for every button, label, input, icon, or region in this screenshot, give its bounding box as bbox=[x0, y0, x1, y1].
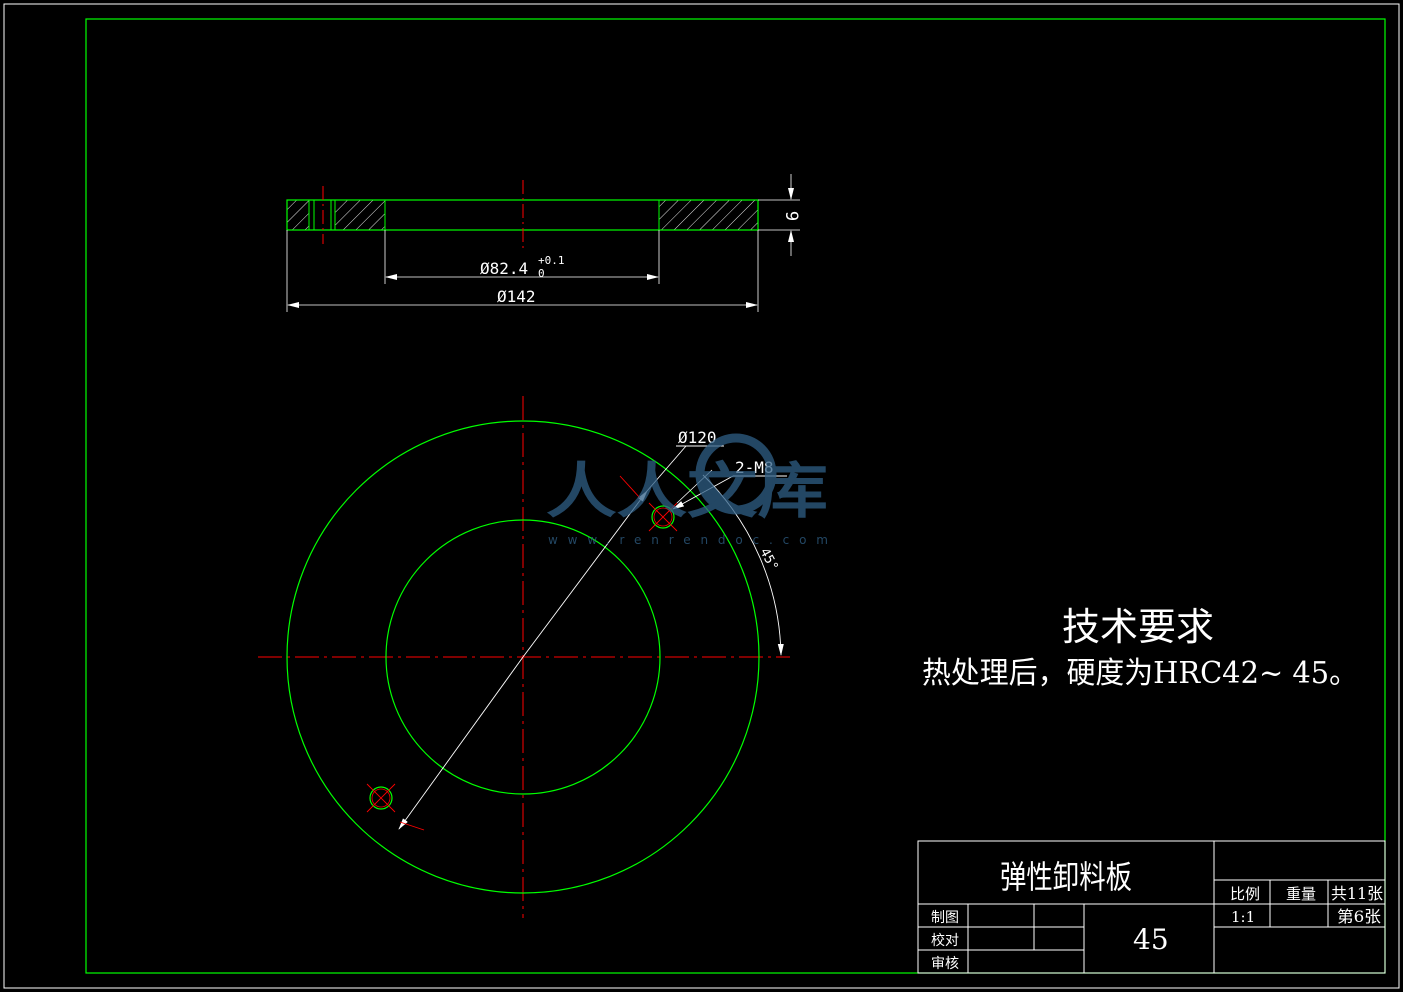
dim-tick bbox=[619, 475, 641, 499]
ratio-label: 比例 bbox=[1230, 885, 1260, 903]
dim-bore-tol-lower: 0 bbox=[538, 267, 545, 280]
sheet-outer-border bbox=[3, 3, 1400, 989]
dim-bolt-circle-label: Ø120 bbox=[678, 428, 717, 447]
technical-requirements: 技术要求 热处理后，硬度为HRC42~ 45。 bbox=[922, 605, 1358, 691]
material: 45 bbox=[1133, 923, 1169, 956]
title-block bbox=[917, 840, 1386, 974]
tech-req-line1: 热处理后，硬度为HRC42~ 45。 bbox=[922, 656, 1358, 691]
dim-bore-label: Ø82.4 bbox=[480, 259, 528, 278]
dim-line-bolt-circle bbox=[522, 490, 648, 658]
drawing-frame bbox=[85, 18, 1386, 974]
threaded-hole-upper bbox=[648, 502, 678, 532]
dim-outer-label: Ø142 bbox=[497, 287, 536, 306]
hatch-left-a bbox=[286, 199, 310, 231]
hatch-right bbox=[658, 199, 759, 231]
dim-line-bolt-circle bbox=[398, 656, 524, 830]
dim-angle-label: 45° bbox=[756, 546, 780, 574]
outer-circle bbox=[286, 420, 760, 894]
row-checked-label: 校对 bbox=[931, 932, 959, 949]
bore-circle bbox=[385, 519, 661, 795]
dim-tick bbox=[399, 821, 425, 831]
dim-thread-label: 2-M8 bbox=[735, 458, 774, 477]
dim-bore-tol-upper: +0.1 bbox=[538, 254, 565, 267]
watermark-text: 人人文库 bbox=[546, 457, 828, 527]
weight-label: 重量 bbox=[1286, 885, 1316, 903]
threaded-hole-lower bbox=[366, 783, 396, 813]
dim-thickness-label: 9 bbox=[781, 211, 801, 221]
part-name: 弹性卸料板 bbox=[1000, 858, 1132, 896]
row-drawn-label: 制图 bbox=[931, 910, 959, 926]
sheet-total: 共11张 bbox=[1331, 884, 1383, 903]
hatch-left-b bbox=[334, 199, 386, 231]
extension-line-angle bbox=[676, 469, 713, 504]
watermark: 人人文库 www.renrendoc.com bbox=[546, 433, 828, 547]
sheet-current: 第6张 bbox=[1337, 907, 1381, 926]
row-approved-label: 审核 bbox=[931, 956, 959, 972]
watermark-url: www.renrendoc.com bbox=[548, 533, 828, 547]
leader-bolt-circle bbox=[646, 445, 687, 492]
tech-req-title: 技术要求 bbox=[1062, 605, 1214, 649]
ratio-value: 1:1 bbox=[1231, 908, 1255, 926]
watermark-logo-icon bbox=[695, 433, 777, 515]
section-view: 9 Ø82.4 +0.1 0 Ø142 bbox=[286, 174, 801, 312]
plan-view: Ø120 2-M8 45° bbox=[258, 396, 790, 918]
dim-arc-angle bbox=[702, 474, 784, 656]
